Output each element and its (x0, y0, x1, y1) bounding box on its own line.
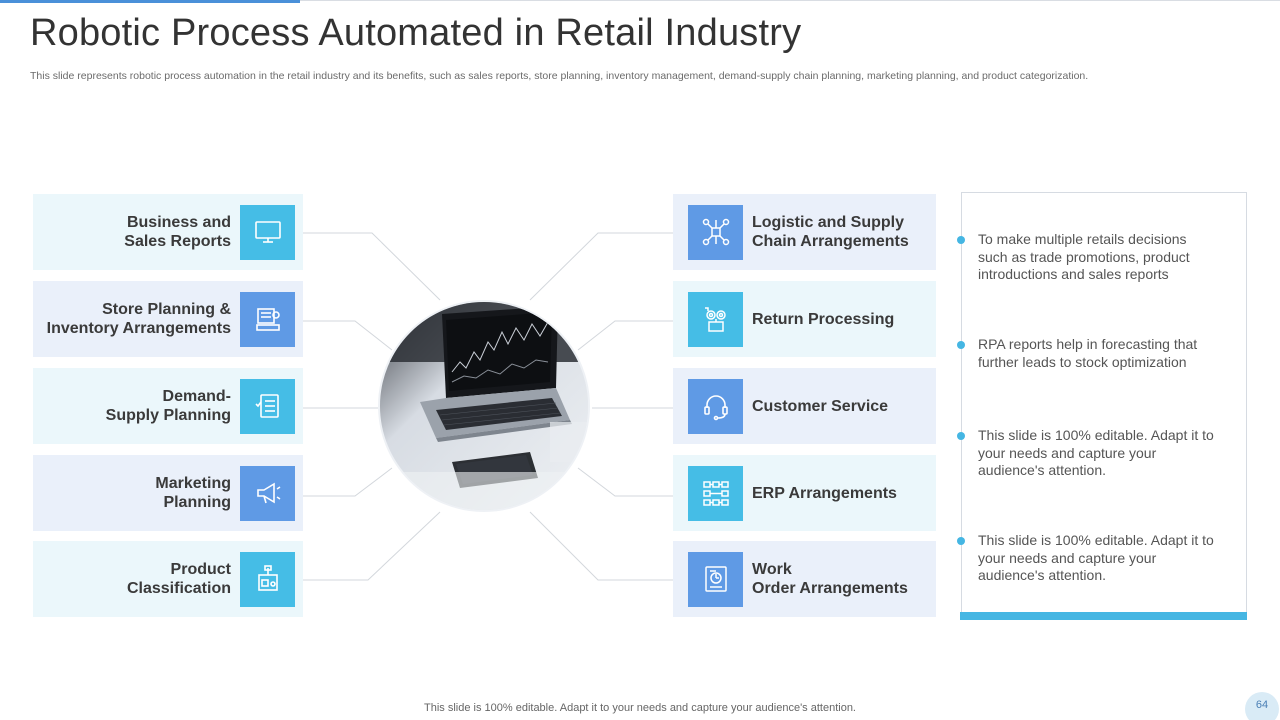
panel-accent-bar (960, 612, 1247, 620)
card-business-sales-reports: Business and Sales Reports (33, 194, 303, 270)
bullet-dot (957, 341, 965, 349)
page-number: 64 (1245, 692, 1279, 720)
card-label: Product Classification (126, 561, 231, 597)
top-accent-bar (0, 0, 300, 3)
card-logistic-supply-chain: Logistic and Supply Chain Arrangements (673, 194, 936, 270)
card-label: Logistic and Supply Chain Arrangements (752, 214, 909, 250)
card-label: Demand- Supply Planning (105, 388, 231, 424)
page-title: Robotic Process Automated in Retail Indu… (30, 12, 802, 54)
order-icon (688, 551, 743, 607)
card-label: Business and Sales Reports (124, 214, 231, 250)
card-label: Store Planning & Inventory Arrangements (46, 301, 231, 337)
card-label: Marketing Planning (155, 475, 231, 511)
card-demand-supply-planning: Demand- Supply Planning (33, 368, 303, 444)
card-customer-service: Customer Service (673, 368, 936, 444)
card-product-classification: Product Classification (33, 541, 303, 617)
bullet-rpa-reports: RPA reports help in forecasting that fur… (978, 336, 1198, 370)
card-marketing-planning: Marketing Planning (33, 455, 303, 531)
card-store-planning: Store Planning & Inventory Arrangements (33, 281, 303, 357)
laptop-photo (378, 300, 590, 512)
bullet-dot (957, 432, 965, 440)
card-label: Return Processing (752, 310, 895, 328)
megaphone-icon (240, 465, 295, 521)
laptop-illustration (380, 302, 588, 510)
card-return-processing: Return Processing (673, 281, 936, 357)
checklist-icon (240, 378, 295, 434)
description-panel (961, 192, 1247, 620)
card-label: Work Order Arrangements (752, 561, 908, 597)
bullet-retail-decisions: To make multiple retails decisions such … (978, 231, 1190, 282)
card-label: ERP Arrangements (752, 484, 897, 502)
bullet-editable-1: This slide is 100% editable. Adapt it to… (978, 427, 1214, 478)
product-icon (240, 551, 295, 607)
card-label: Customer Service (752, 397, 889, 415)
bullet-dot (957, 537, 965, 545)
footer-note: This slide is 100% editable. Adapt it to… (424, 702, 856, 714)
network-icon (688, 204, 743, 260)
headset-icon (688, 378, 743, 434)
page-subtitle: This slide represents robotic process au… (30, 70, 1089, 82)
card-work-order-arrangements: Work Order Arrangements (673, 541, 936, 617)
inventory-icon (240, 291, 295, 347)
card-erp-arrangements: ERP Arrangements (673, 455, 936, 531)
bullet-editable-2: This slide is 100% editable. Adapt it to… (978, 532, 1214, 583)
bullet-dot (957, 236, 965, 244)
flowchart-icon (688, 465, 743, 521)
monitor-icon (240, 204, 295, 260)
top-divider (300, 0, 1280, 1)
gears-icon (688, 291, 743, 347)
